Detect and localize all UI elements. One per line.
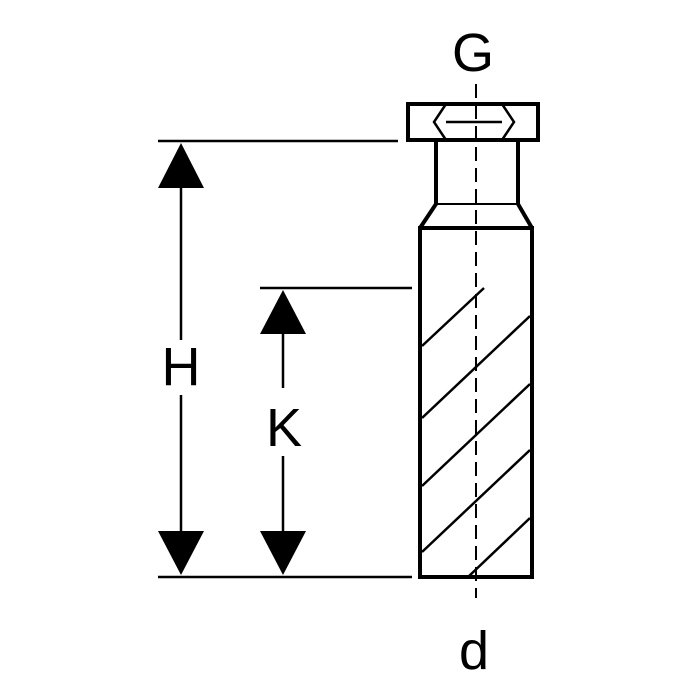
arrow-down-h [158, 531, 204, 575]
label-g: G [452, 23, 494, 83]
thread-hatching [421, 287, 531, 578]
thread-line [421, 383, 531, 487]
extension-lines [158, 139, 412, 579]
dimension-k [260, 290, 306, 575]
hex-nut-facets [432, 103, 516, 141]
thread-line [421, 287, 485, 347]
fitting [406, 84, 540, 598]
arrow-down-k [260, 531, 306, 575]
label-h: H [162, 337, 201, 397]
label-d: d [459, 621, 489, 681]
hex-nut [406, 102, 540, 142]
label-k: K [266, 398, 302, 458]
arrow-up-h [158, 143, 204, 188]
arrow-up-k [260, 290, 306, 334]
thread-line [421, 449, 531, 553]
dimension-h [158, 143, 204, 575]
thread-line [467, 517, 531, 578]
